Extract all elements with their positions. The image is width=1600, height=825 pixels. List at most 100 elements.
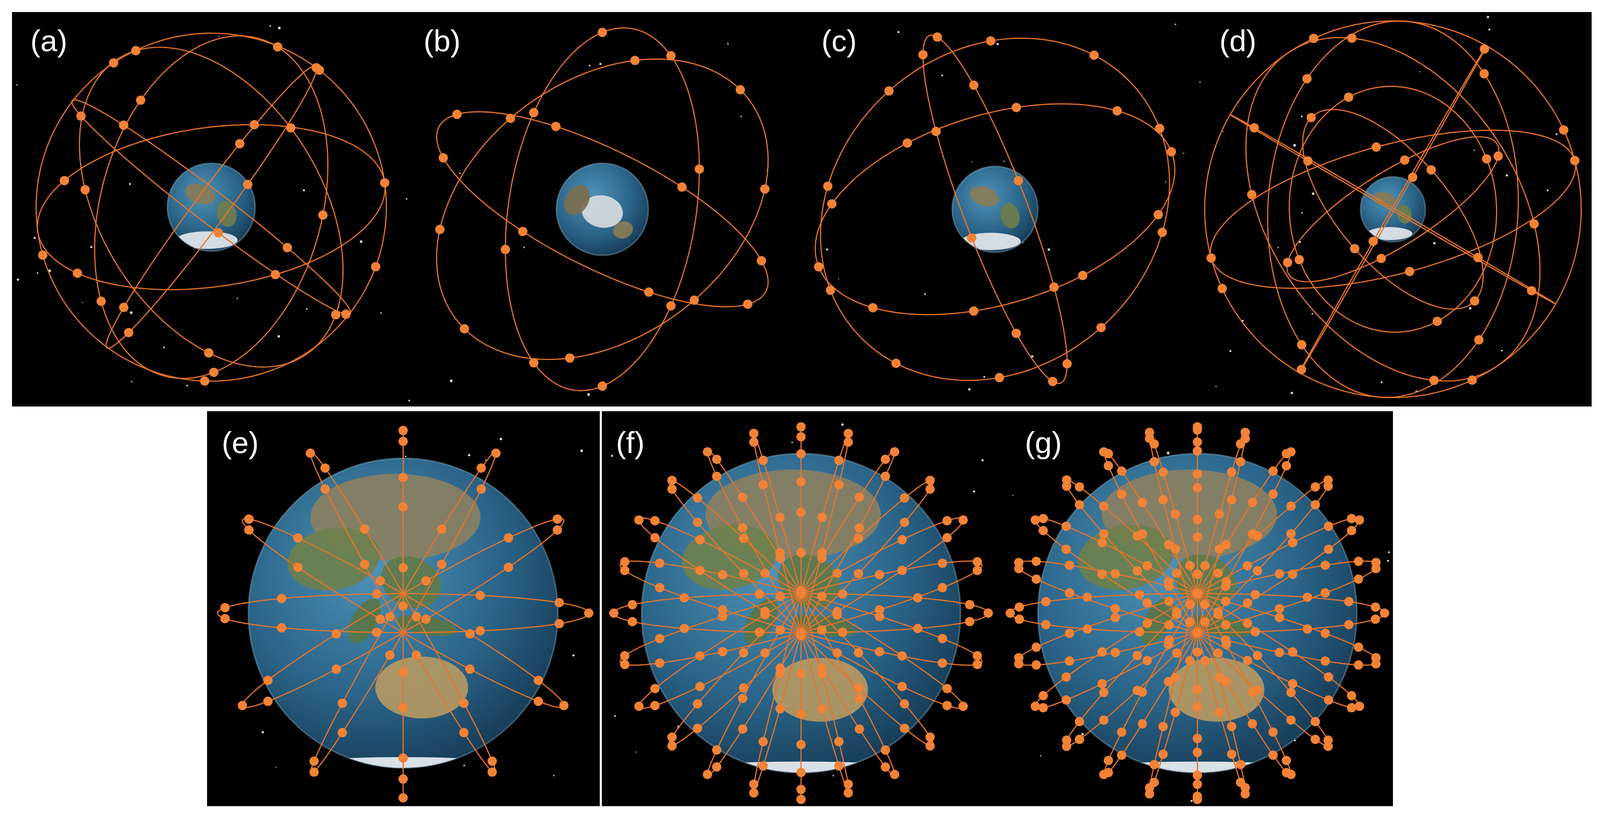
land <box>558 180 596 220</box>
satellite-dot <box>1287 678 1298 689</box>
satellite-dot <box>1064 628 1074 638</box>
orbit-path <box>1289 86 1497 333</box>
satellite-dot <box>1013 563 1024 574</box>
satellite-dot <box>518 226 528 236</box>
satellite-dot <box>1192 469 1203 479</box>
satellite-dot <box>1286 769 1296 779</box>
satellite-dot <box>459 323 470 334</box>
satellite-dot <box>667 484 677 494</box>
satellite-dot <box>209 367 219 377</box>
satellite-dot <box>1287 537 1298 547</box>
satellite-dot <box>1158 721 1168 731</box>
constellation <box>217 425 594 803</box>
satellite-dot <box>1227 721 1237 731</box>
satellite-dot <box>1559 124 1569 135</box>
satellite-dot <box>796 627 806 637</box>
satellite-dot <box>1249 122 1260 133</box>
satellite-dot <box>1166 146 1176 157</box>
satellite-dot <box>309 767 319 777</box>
satellite-dot <box>817 547 827 557</box>
star <box>277 335 281 338</box>
satellite-dot <box>1252 685 1263 695</box>
star <box>599 62 602 65</box>
land <box>772 657 868 722</box>
satellite-dot <box>1112 106 1123 116</box>
satellite-dot <box>244 524 254 535</box>
satellite-dot <box>832 647 842 658</box>
satellite-dot <box>234 139 245 149</box>
orbit-path <box>1230 114 1556 304</box>
satellite-dot <box>1192 770 1203 780</box>
satellite-dot <box>925 475 935 485</box>
star <box>269 25 272 27</box>
satellite-dot <box>737 522 748 533</box>
satellite-dot <box>558 700 569 711</box>
orbit-path <box>1210 130 1576 289</box>
satellite-dot <box>968 306 979 316</box>
satellite-dot <box>1344 619 1354 630</box>
satellite-dot <box>552 513 563 524</box>
panel-letter: (d) <box>1216 23 1260 59</box>
satellite-dot <box>1192 588 1203 599</box>
satellite-dot <box>1185 616 1195 627</box>
satellite-dot <box>796 627 806 637</box>
satellite-dot <box>1493 151 1503 161</box>
satellite-dot <box>305 448 316 458</box>
orbit-path <box>79 47 344 367</box>
satellite-dot <box>937 657 947 668</box>
satellite-dot <box>650 515 660 525</box>
orbit-path <box>922 35 1068 384</box>
earth-disc <box>167 163 256 251</box>
satellite-dot <box>1137 497 1148 507</box>
satellite-dot <box>1142 560 1152 570</box>
satellite-dot <box>385 649 395 660</box>
orbit-path <box>1246 37 1540 382</box>
star <box>1387 559 1390 562</box>
satellite-dot <box>891 358 901 369</box>
satellite-dot <box>1103 755 1114 765</box>
star <box>1215 385 1217 388</box>
star <box>1012 494 1014 496</box>
satellite-dot <box>932 32 943 42</box>
satellite-dot <box>1155 123 1165 133</box>
satellite-dot <box>1144 433 1154 443</box>
satellite-dot <box>1371 142 1381 152</box>
land <box>341 592 388 649</box>
satellite-dot <box>1296 339 1307 350</box>
star <box>1081 732 1084 736</box>
star <box>1290 391 1294 395</box>
satellite-dot <box>1192 627 1203 637</box>
satellite-dot <box>1074 716 1084 726</box>
earth-disc <box>1360 176 1426 242</box>
satellite-dot <box>1213 647 1224 658</box>
satellite-dot <box>249 119 259 130</box>
satellite-dot <box>737 693 748 703</box>
satellite-dot <box>398 773 408 784</box>
satellite-dot <box>1099 687 1109 697</box>
satellite-dot <box>459 698 469 708</box>
satellite-dot <box>1526 286 1537 296</box>
star <box>275 766 277 768</box>
satellite-dot <box>889 447 900 457</box>
satellite-dot <box>620 659 630 669</box>
satellite-dot <box>314 65 325 75</box>
satellite-dot <box>899 517 910 527</box>
satellite-dot <box>76 111 86 121</box>
satellite-dot <box>1529 219 1539 229</box>
satellite-dot <box>1296 364 1307 374</box>
satellite-dot <box>1099 501 1109 511</box>
satellite-dot <box>270 269 281 280</box>
satellite-dot <box>1240 782 1251 793</box>
satellite-dot <box>282 242 293 253</box>
satellite-dot <box>1310 499 1321 510</box>
earth <box>1360 176 1426 242</box>
star <box>996 42 999 45</box>
satellite-dot <box>1005 608 1015 618</box>
atmosphere <box>167 163 256 251</box>
satellite-dot <box>552 524 563 535</box>
satellite-dot <box>775 624 785 635</box>
satellite-dot <box>817 512 827 522</box>
satellite-dot <box>131 46 141 56</box>
satellite-dot <box>749 428 759 438</box>
satellite-dot <box>692 723 703 733</box>
